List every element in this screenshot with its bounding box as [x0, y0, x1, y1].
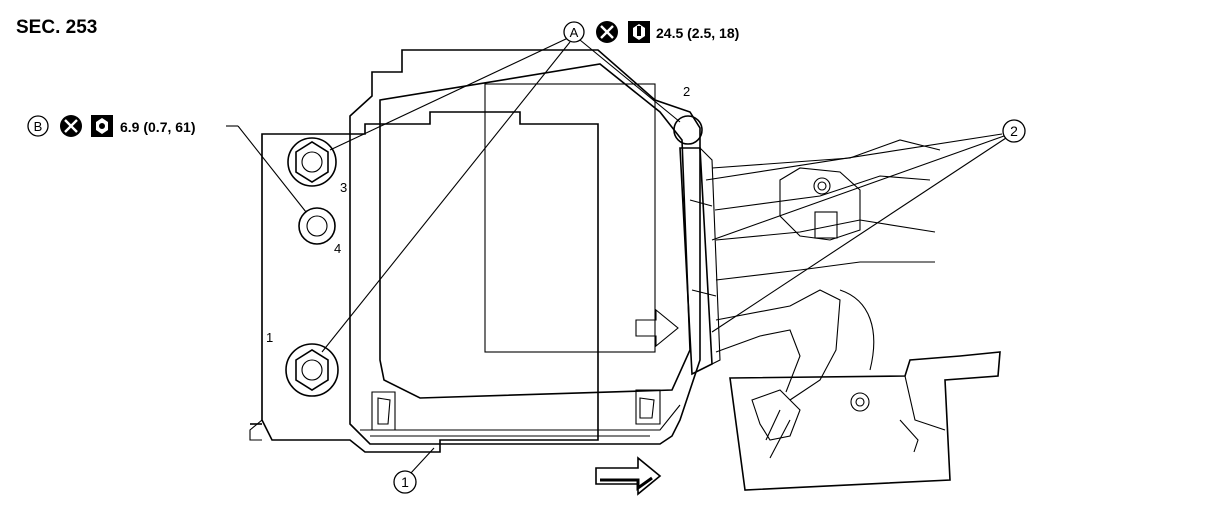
- replace-x-icon: [60, 115, 82, 137]
- mounting-bracket: [249, 111, 599, 453]
- connector-insert-arrow: [635, 308, 679, 348]
- bolt-1: [285, 343, 339, 397]
- callout-b: B 6.9 (0.7, 61): [27, 115, 196, 137]
- part-number-2: 2: [1010, 123, 1018, 139]
- callout-b-torque: 6.9 (0.7, 61): [120, 119, 196, 135]
- module-body: [349, 49, 701, 445]
- order-number-4: 4: [334, 241, 341, 256]
- front-direction-arrow: [595, 456, 662, 496]
- leader-lines: [226, 37, 1007, 475]
- order-number-1: 1: [266, 330, 273, 345]
- replace-x-icon: [596, 21, 618, 43]
- order-number-2: 2: [683, 84, 690, 99]
- part-callout-2: 2: [1002, 119, 1026, 143]
- callout-b-letter: B: [34, 119, 43, 134]
- bolt-3: [287, 137, 337, 187]
- connector: [673, 115, 721, 376]
- torque-nut-icon: [91, 115, 113, 137]
- torque-bolt-icon: [628, 21, 650, 43]
- order-number-3: 3: [340, 180, 347, 195]
- wiring-harness: [711, 139, 1001, 491]
- nut-4: [298, 207, 336, 245]
- callout-a: A 24.5 (2.5, 18): [563, 21, 739, 43]
- section-label: SEC. 253: [16, 17, 97, 38]
- callout-a-letter: A: [570, 25, 579, 40]
- part-callout-1: 1: [393, 470, 417, 494]
- part-number-1: 1: [401, 474, 409, 490]
- callout-a-torque: 24.5 (2.5, 18): [656, 25, 739, 41]
